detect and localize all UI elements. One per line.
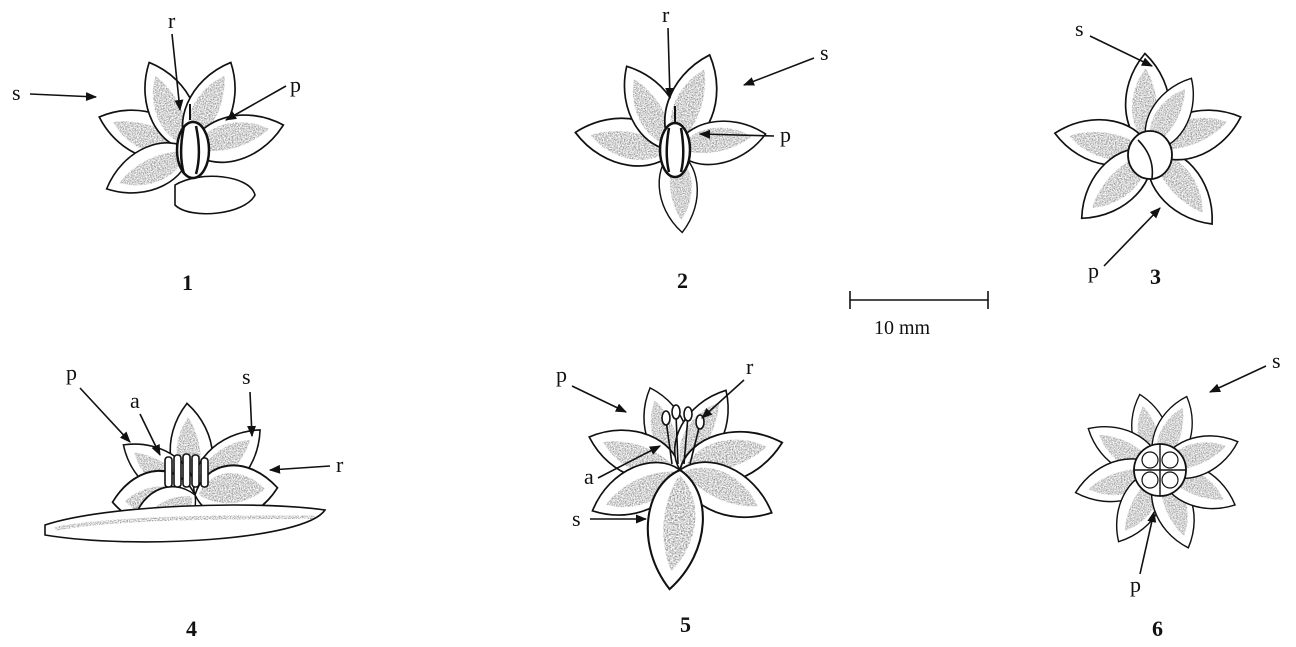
- fig4-label-a: a: [130, 388, 140, 413]
- fig5-label-p: p: [556, 362, 567, 387]
- figure-3-number: 3: [1150, 264, 1161, 289]
- flower-3-drawing: [1051, 52, 1248, 238]
- fig3-label-s: s: [1075, 16, 1084, 41]
- scale-bar-label: 10 mm: [874, 317, 931, 339]
- fig5-label-s: s: [572, 506, 581, 531]
- flower-5-drawing: [582, 380, 789, 592]
- fig3-label-p: p: [1088, 258, 1099, 283]
- figure-4-number: 4: [186, 616, 197, 641]
- fig1-label-r: r: [168, 8, 176, 33]
- fig6-label-p: p: [1130, 572, 1141, 597]
- fig4-label-s: s: [242, 364, 251, 389]
- fig1-label-s: s: [12, 80, 21, 105]
- figure-5-number: 5: [680, 612, 691, 637]
- scale-bar: 10 mm: [850, 291, 988, 339]
- fig4-label-r: r: [336, 452, 344, 477]
- fig6-label-s: s: [1272, 348, 1281, 373]
- flower-2-drawing: [571, 47, 769, 234]
- figure-1-number: 1: [182, 270, 193, 295]
- fig4-label-p: p: [66, 360, 77, 385]
- fig2-label-p: p: [780, 122, 791, 147]
- figure-2-number: 2: [677, 268, 688, 293]
- flower-1-drawing: [92, 53, 289, 214]
- fig2-label-r: r: [662, 2, 670, 27]
- fig5-label-a: a: [584, 464, 594, 489]
- fig1-label-p: p: [290, 72, 301, 97]
- fig2-label-s: s: [820, 40, 829, 65]
- flower-4-drawing: [45, 402, 325, 552]
- fig5-label-r: r: [746, 354, 754, 379]
- flower-6-drawing: [1070, 390, 1244, 554]
- figure-6-number: 6: [1152, 616, 1163, 641]
